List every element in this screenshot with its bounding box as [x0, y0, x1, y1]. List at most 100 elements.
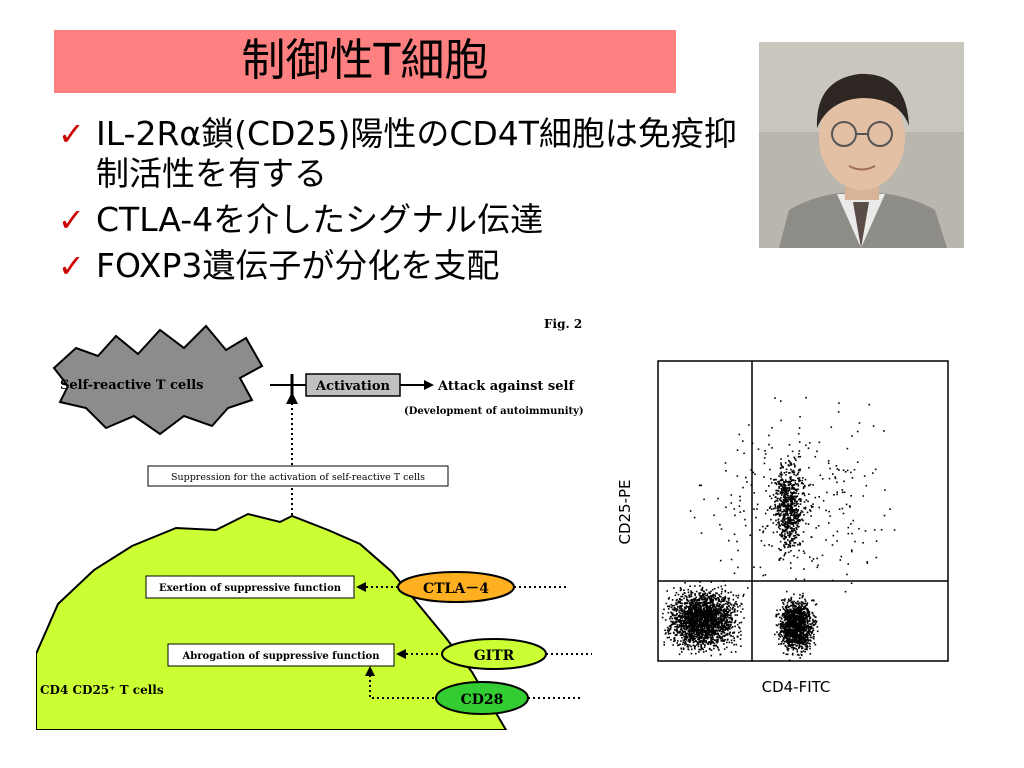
event-dot	[782, 517, 784, 520]
event-dot	[698, 610, 701, 612]
event-dot	[708, 628, 710, 630]
event-dot	[791, 612, 794, 615]
event-dot	[675, 591, 678, 594]
event-dot	[780, 487, 783, 490]
event-dot	[703, 597, 706, 600]
event-dot	[697, 602, 699, 605]
event-dot	[711, 615, 714, 617]
event-dot	[786, 508, 788, 511]
event-dot	[759, 529, 761, 531]
event-dot	[728, 597, 731, 600]
event-dot	[812, 623, 815, 626]
event-dot	[768, 485, 770, 487]
event-dot	[670, 611, 672, 614]
event-dot	[695, 628, 697, 630]
event-dot	[782, 514, 785, 516]
event-dot	[843, 480, 845, 483]
event-dot	[689, 609, 692, 611]
event-dot	[785, 543, 787, 546]
event-dot	[713, 634, 716, 636]
event-dot	[794, 466, 796, 468]
event-dot	[720, 596, 722, 598]
event-dot	[816, 626, 819, 628]
event-dot	[694, 621, 696, 623]
event-dot	[715, 641, 718, 643]
event-dot	[694, 609, 697, 611]
event-dot	[789, 525, 791, 528]
event-dot	[691, 632, 694, 635]
event-dot	[804, 651, 806, 653]
event-dot	[720, 528, 723, 530]
event-dot	[790, 462, 792, 464]
event-dot	[790, 512, 793, 515]
event-dot	[694, 648, 696, 650]
event-dot	[893, 529, 896, 531]
event-dot	[793, 638, 796, 641]
event-dot	[784, 496, 786, 498]
event-dot	[663, 644, 665, 646]
event-dot	[797, 477, 800, 479]
event-dot	[791, 630, 793, 633]
event-dot	[723, 580, 725, 582]
event-dot	[785, 489, 787, 492]
event-dot	[710, 654, 713, 657]
event-dot	[719, 607, 721, 610]
event-dot	[802, 622, 805, 625]
event-dot	[794, 633, 796, 636]
event-dot	[694, 615, 697, 617]
event-dot	[703, 638, 705, 640]
event-dot	[679, 601, 681, 603]
event-dot	[780, 520, 783, 522]
event-dot	[734, 614, 737, 616]
event-dot	[710, 637, 713, 639]
event-dot	[721, 638, 724, 640]
event-dot	[695, 609, 698, 611]
event-dot	[685, 595, 688, 598]
event-dot	[687, 588, 690, 591]
event-dot	[779, 636, 782, 638]
event-dot	[743, 593, 745, 596]
event-dot	[813, 615, 816, 617]
event-dot	[705, 611, 708, 613]
event-dot	[801, 518, 803, 521]
event-dot	[806, 618, 809, 621]
event-dot	[780, 549, 782, 551]
event-dot	[790, 550, 792, 552]
event-dot	[717, 632, 720, 635]
event-dot	[689, 624, 692, 626]
event-dot	[799, 594, 801, 596]
event-dot	[814, 455, 817, 458]
event-dot	[784, 530, 786, 533]
event-dot	[730, 616, 732, 619]
event-dot	[702, 631, 705, 634]
event-dot	[786, 606, 788, 608]
event-dot	[782, 521, 784, 524]
event-dot	[688, 605, 690, 608]
event-dot	[801, 619, 803, 622]
event-dot	[800, 645, 803, 648]
event-dot	[798, 627, 800, 630]
event-dot	[705, 599, 708, 602]
event-dot	[704, 592, 707, 594]
event-dot	[704, 637, 706, 639]
event-dot	[784, 614, 786, 617]
event-dot	[858, 527, 860, 530]
event-dot	[796, 533, 798, 536]
event-dot	[711, 600, 714, 603]
event-dot	[681, 651, 683, 653]
event-dot	[750, 484, 753, 486]
event-dot	[736, 475, 739, 477]
event-dot	[684, 632, 687, 634]
event-dot	[778, 503, 781, 505]
event-dot	[790, 610, 793, 612]
event-dot	[680, 595, 682, 598]
event-dot	[704, 630, 706, 632]
event-dot	[794, 500, 796, 503]
event-dot	[786, 512, 789, 515]
event-dot	[689, 640, 692, 642]
event-dot	[721, 640, 724, 642]
event-dot	[792, 628, 794, 631]
event-dot	[783, 523, 786, 525]
event-dot	[788, 642, 790, 644]
event-dot	[732, 632, 734, 634]
